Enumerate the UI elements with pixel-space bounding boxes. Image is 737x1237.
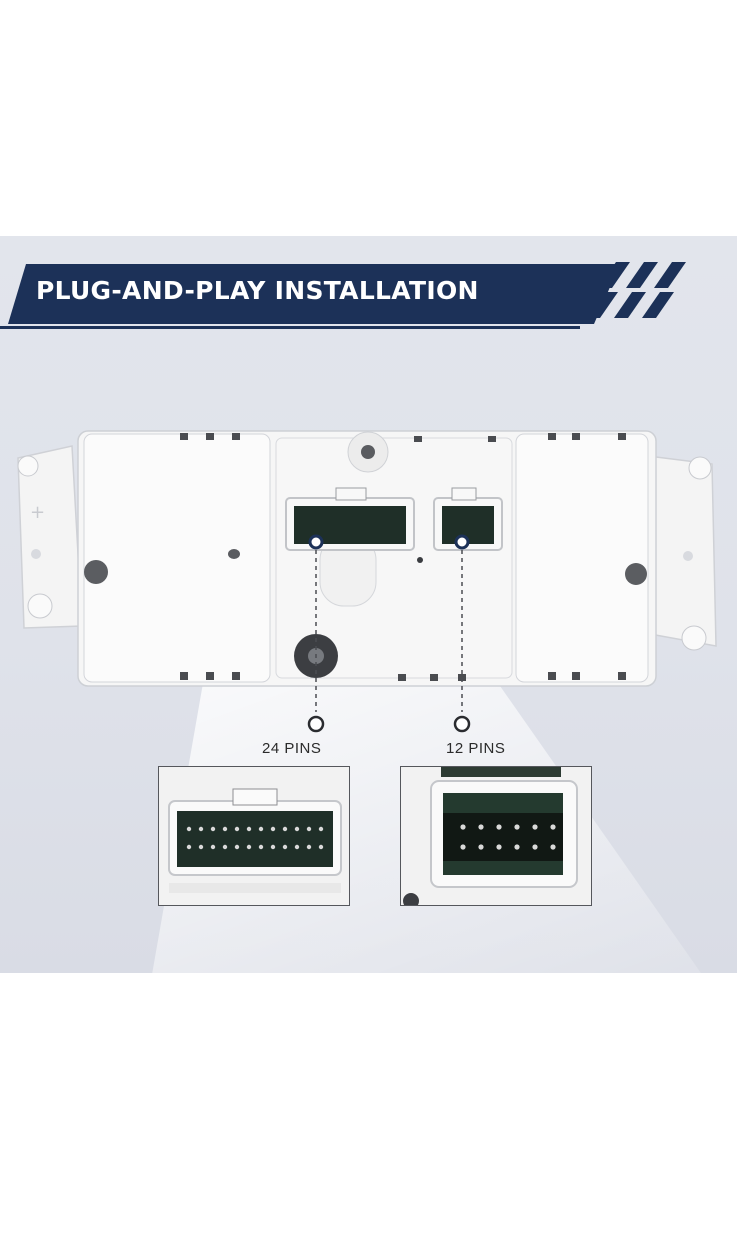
climate-control-unit: +: [17, 430, 717, 733]
right-mount-bracket: [647, 455, 717, 651]
label-24-pins: 24 PINS: [262, 740, 322, 757]
connector-24-pin: [285, 487, 415, 551]
pins-12: [460, 824, 556, 850]
title-banner: [8, 264, 620, 324]
screws: [84, 431, 647, 678]
label-12-pins: 12 PINS: [446, 740, 506, 757]
connector-24-pin-closeup: [159, 767, 349, 905]
product-image-panel: PLUG-AND-PLAY INSTALLATION +: [0, 236, 737, 973]
connector-12-pin: [433, 487, 503, 551]
svg-text:+: +: [30, 502, 45, 523]
pins-24: [186, 826, 324, 850]
banner-underline: [0, 326, 580, 329]
banner-title: PLUG-AND-PLAY INSTALLATION: [36, 276, 479, 305]
connector-12-pin-closeup: [401, 767, 591, 905]
inset-12-pin-closeup: [400, 766, 592, 906]
inset-24-pin-closeup: [158, 766, 350, 906]
banner-stripes: [586, 262, 686, 318]
left-mount-bracket: +: [17, 445, 83, 629]
